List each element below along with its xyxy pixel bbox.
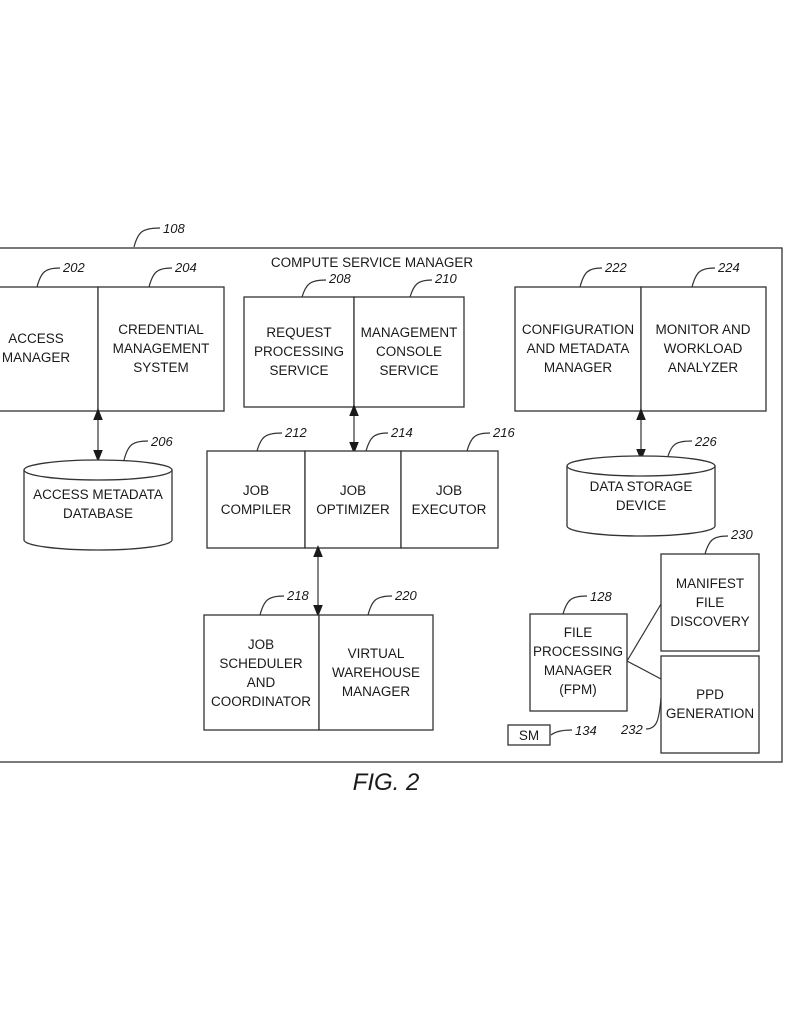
access-manager-label-1: ACCESS <box>8 331 64 346</box>
access-manager-box: ACCESS MANAGER 202 <box>0 260 99 412</box>
job-executor-label-2: EXECUTOR <box>412 502 487 517</box>
ref-108: 108 <box>163 221 185 236</box>
ref-202: 202 <box>62 260 85 275</box>
file-processing-manager-box: FILE PROCESSING MANAGER (FPM) 128 <box>529 589 628 712</box>
ppd-generation-box: PPD GENERATION 232 <box>620 655 760 754</box>
manifest-file-discovery-box: MANIFEST FILE DISCOVERY 230 <box>660 527 760 652</box>
compute-service-manager-title: COMPUTE SERVICE MANAGER <box>271 255 474 270</box>
ref-204: 204 <box>174 260 197 275</box>
job-optimizer-box: JOB OPTIMIZER 214 <box>304 425 413 549</box>
job-compiler-label-2: COMPILER <box>221 502 292 517</box>
ref-212: 212 <box>284 425 307 440</box>
ref-224: 224 <box>717 260 740 275</box>
sm-box: SM 134 <box>507 723 597 746</box>
ref-226: 226 <box>694 434 717 449</box>
ref-216: 216 <box>492 425 515 440</box>
ref-210: 210 <box>434 271 457 286</box>
access-db-label-1: ACCESS METADATA <box>33 487 163 502</box>
request-label-3: SERVICE <box>269 363 328 378</box>
figure-caption: FIG. 2 <box>353 769 420 796</box>
ref-232: 232 <box>620 722 643 737</box>
fpm-label-3: MANAGER <box>544 663 613 678</box>
monitor-label-3: ANALYZER <box>668 360 739 375</box>
job-optimizer-label-1: JOB <box>340 483 366 498</box>
virtual-warehouse-box: VIRTUAL WAREHOUSE MANAGER 220 <box>318 588 434 731</box>
ref-214: 214 <box>390 425 413 440</box>
request-label-2: PROCESSING <box>254 344 344 359</box>
request-processing-box: REQUEST PROCESSING SERVICE 208 <box>243 271 355 408</box>
access-db-label-2: DATABASE <box>63 506 133 521</box>
ref-206: 206 <box>150 434 173 449</box>
manifest-label-2: FILE <box>696 595 725 610</box>
ref-220: 220 <box>394 588 417 603</box>
job-compiler-box: JOB COMPILER 212 <box>206 425 307 549</box>
warehouse-label-1: VIRTUAL <box>348 646 405 661</box>
credential-label-2: MANAGEMENT <box>113 341 210 356</box>
console-label-2: CONSOLE <box>376 344 442 359</box>
job-compiler-label-1: JOB <box>243 483 269 498</box>
access-manager-label-2: MANAGER <box>2 350 71 365</box>
ref-208: 208 <box>328 271 351 286</box>
credential-label-1: CREDENTIAL <box>118 322 204 337</box>
ppd-label-1: PPD <box>696 687 724 702</box>
job-scheduler-box: JOB SCHEDULER AND COORDINATOR 218 <box>203 588 320 731</box>
monitor-label-1: MONITOR AND <box>655 322 750 337</box>
sm-label: SM <box>519 728 539 743</box>
console-label-3: SERVICE <box>379 363 438 378</box>
warehouse-label-3: MANAGER <box>342 684 411 699</box>
access-metadata-database: ACCESS METADATA DATABASE 206 <box>23 434 173 551</box>
job-optimizer-label-2: OPTIMIZER <box>316 502 390 517</box>
scheduler-label-2: SCHEDULER <box>219 656 303 671</box>
scheduler-label-3: AND <box>247 675 276 690</box>
job-executor-label-1: JOB <box>436 483 462 498</box>
data-storage-device: DATA STORAGE DEVICE 226 <box>566 434 717 537</box>
ref-128: 128 <box>590 589 612 604</box>
ref-134: 134 <box>575 723 597 738</box>
scheduler-label-1: JOB <box>248 637 274 652</box>
connector-fpm-manifest <box>626 603 662 662</box>
management-console-box: MANAGEMENT CONSOLE SERVICE 210 <box>353 271 465 408</box>
ref-leader-108 <box>133 227 161 248</box>
request-label-1: REQUEST <box>266 325 331 340</box>
credential-label-3: SYSTEM <box>133 360 189 375</box>
manifest-label-3: DISCOVERY <box>670 614 749 629</box>
ref-230: 230 <box>730 527 753 542</box>
ref-222: 222 <box>604 260 627 275</box>
connector-fpm-ppd <box>626 660 662 680</box>
config-label-2: AND METADATA <box>527 341 630 356</box>
scheduler-label-4: COORDINATOR <box>211 694 311 709</box>
config-label-3: MANAGER <box>544 360 613 375</box>
ref-218: 218 <box>286 588 309 603</box>
credential-management-box: CREDENTIAL MANAGEMENT SYSTEM 204 <box>97 260 225 412</box>
fpm-label-1: FILE <box>564 625 593 640</box>
manifest-label-1: MANIFEST <box>676 576 744 591</box>
monitor-label-2: WORKLOAD <box>664 341 743 356</box>
console-label-1: MANAGEMENT <box>361 325 458 340</box>
fpm-label-2: PROCESSING <box>533 644 623 659</box>
fpm-label-4: (FPM) <box>559 682 597 697</box>
data-storage-label-1: DATA STORAGE <box>590 479 693 494</box>
job-executor-box: JOB EXECUTOR 216 <box>400 425 515 549</box>
config-label-1: CONFIGURATION <box>522 322 634 337</box>
config-metadata-box: CONFIGURATION AND METADATA MANAGER 222 <box>514 260 642 412</box>
monitor-workload-box: MONITOR AND WORKLOAD ANALYZER 224 <box>640 260 767 412</box>
ppd-label-2: GENERATION <box>666 706 754 721</box>
warehouse-label-2: WAREHOUSE <box>332 665 420 680</box>
data-storage-label-2: DEVICE <box>616 498 666 513</box>
